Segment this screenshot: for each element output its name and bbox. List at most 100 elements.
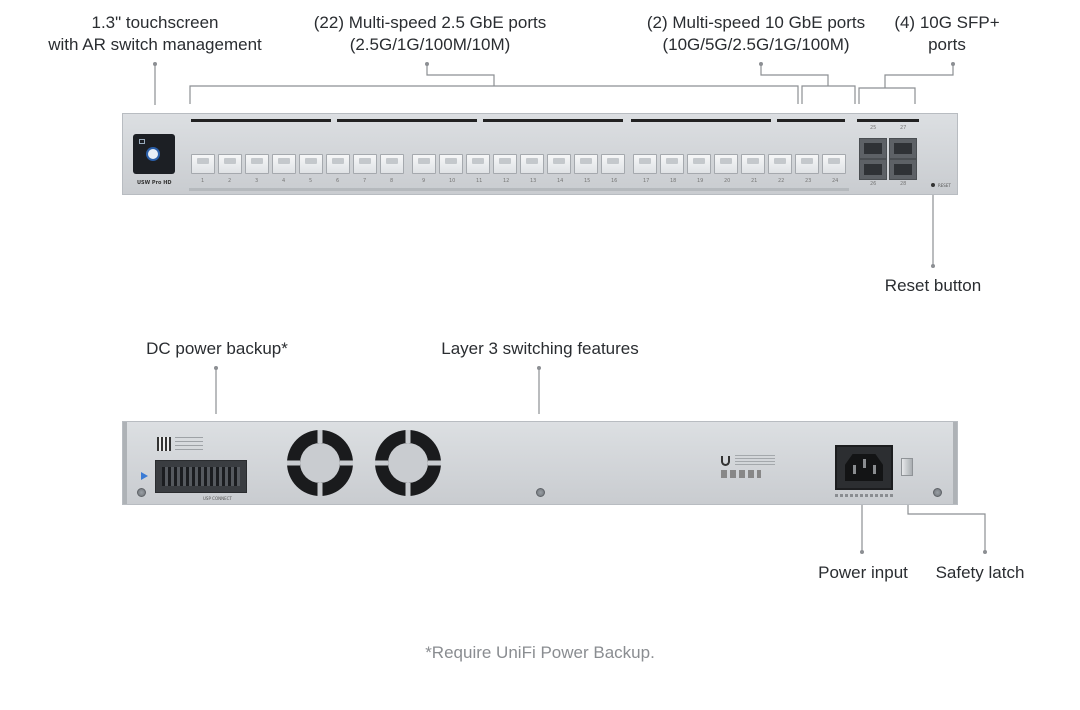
fan-1-icon bbox=[287, 430, 353, 496]
port-number-11: 11 bbox=[476, 178, 483, 184]
rj45-port-1[interactable] bbox=[191, 154, 215, 174]
touchscreen-display[interactable] bbox=[133, 134, 175, 174]
screw-left-icon bbox=[137, 488, 146, 497]
port-number-24: 24 bbox=[832, 178, 839, 184]
serial-label bbox=[175, 437, 203, 451]
reset-button-label: Reset button bbox=[884, 276, 982, 295]
sfp-port-25[interactable] bbox=[859, 138, 887, 159]
pin-right bbox=[873, 465, 876, 474]
ports-10g-label: (2) Multi-speed 10 GbE ports (10G/5G/2.5… bbox=[646, 13, 866, 54]
sfp-number-25: 25 bbox=[870, 125, 877, 131]
ports-25g-label: (22) Multi-speed 2.5 GbE ports (2.5G/1G/… bbox=[313, 13, 547, 54]
power-rating-text bbox=[835, 494, 895, 497]
port-number-16: 16 bbox=[611, 178, 618, 184]
port-number-17: 17 bbox=[643, 178, 650, 184]
rj45-port-9[interactable] bbox=[412, 154, 436, 174]
rj45-port-17[interactable] bbox=[633, 154, 657, 174]
layer3-label: Layer 3 switching features bbox=[441, 339, 639, 358]
connector-pins bbox=[162, 467, 240, 486]
sfp-number-27: 27 bbox=[900, 125, 907, 131]
rj45-port-18[interactable] bbox=[660, 154, 684, 174]
rps-connect-label: USP CONNECT bbox=[203, 496, 232, 501]
rj45-port-7[interactable] bbox=[353, 154, 377, 174]
port-number-3: 3 bbox=[255, 178, 259, 184]
port-number-9: 9 bbox=[422, 178, 426, 184]
screw-center-icon bbox=[536, 488, 545, 497]
port-group-bar-3 bbox=[483, 119, 623, 122]
switch-rear-panel: USP CONNECT bbox=[122, 421, 958, 505]
rj45-port-4[interactable] bbox=[272, 154, 296, 174]
sfp-group-bar bbox=[857, 119, 919, 122]
sfp-port-28[interactable] bbox=[889, 159, 917, 180]
touchscreen-label: 1.3" touchscreen with AR switch manageme… bbox=[48, 13, 262, 54]
display-status-icon bbox=[139, 139, 145, 144]
sfp-number-28: 28 bbox=[900, 181, 907, 187]
port-number-2: 2 bbox=[228, 178, 232, 184]
port-number-6: 6 bbox=[336, 178, 340, 184]
port-number-10: 10 bbox=[449, 178, 456, 184]
power-input-label: Power input bbox=[818, 563, 908, 582]
port-number-15: 15 bbox=[584, 178, 591, 184]
port-group-bar-2 bbox=[337, 119, 477, 122]
bottom-strip bbox=[189, 188, 849, 191]
rj45-port-22[interactable] bbox=[768, 154, 792, 174]
rj45-port-19[interactable] bbox=[687, 154, 711, 174]
rj45-port-21[interactable] bbox=[741, 154, 765, 174]
port-number-19: 19 bbox=[697, 178, 704, 184]
port-number-13: 13 bbox=[530, 178, 537, 184]
footnote: *Require UniFi Power Backup. bbox=[425, 643, 655, 662]
rps-indicator-icon bbox=[141, 472, 148, 480]
rj45-port-20[interactable] bbox=[714, 154, 738, 174]
rj45-port-16[interactable] bbox=[601, 154, 625, 174]
port-number-23: 23 bbox=[805, 178, 812, 184]
sfp-number-26: 26 bbox=[870, 181, 877, 187]
rj45-port-8[interactable] bbox=[380, 154, 404, 174]
rj45-port-12[interactable] bbox=[493, 154, 517, 174]
rj45-port-14[interactable] bbox=[547, 154, 571, 174]
safety-latch[interactable] bbox=[901, 458, 913, 476]
rj45-port-23[interactable] bbox=[795, 154, 819, 174]
port-number-22: 22 bbox=[778, 178, 785, 184]
model-name: USW Pro HD bbox=[137, 180, 172, 186]
pin-center bbox=[863, 459, 866, 468]
rj45-port-6[interactable] bbox=[326, 154, 350, 174]
rear-right-edge bbox=[953, 422, 957, 504]
product-info-text bbox=[735, 455, 775, 467]
rj45-port-5[interactable] bbox=[299, 154, 323, 174]
qr-code bbox=[157, 437, 171, 451]
screw-right-icon bbox=[933, 488, 942, 497]
safety-latch-label: Safety latch bbox=[935, 563, 1025, 582]
reset-mark: RESET bbox=[938, 183, 951, 188]
rj45-port-3[interactable] bbox=[245, 154, 269, 174]
rj45-port-15[interactable] bbox=[574, 154, 598, 174]
rj45-port-2[interactable] bbox=[218, 154, 242, 174]
power-input-socket[interactable] bbox=[835, 445, 893, 490]
ubiquiti-logo-icon bbox=[721, 456, 730, 466]
dc-power-label: DC power backup* bbox=[146, 339, 288, 358]
regulatory-marks bbox=[721, 470, 761, 478]
sfp-port-27[interactable] bbox=[889, 138, 917, 159]
port-number-12: 12 bbox=[503, 178, 510, 184]
port-number-1: 1 bbox=[201, 178, 205, 184]
port-group-bar-4 bbox=[631, 119, 771, 122]
rj45-port-24[interactable] bbox=[822, 154, 846, 174]
rj45-port-10[interactable] bbox=[439, 154, 463, 174]
pin-left bbox=[853, 465, 856, 474]
reset-button[interactable] bbox=[931, 183, 935, 187]
dc-power-backup-connector[interactable] bbox=[155, 460, 247, 493]
sfp-label: (4) 10G SFP+ ports bbox=[894, 13, 1000, 54]
display-ring-icon bbox=[148, 149, 158, 159]
port-number-8: 8 bbox=[390, 178, 394, 184]
port-group-bar-1 bbox=[191, 119, 331, 122]
port-number-14: 14 bbox=[557, 178, 564, 184]
port-group-bar-5 bbox=[777, 119, 845, 122]
rj45-port-11[interactable] bbox=[466, 154, 490, 174]
rear-left-edge bbox=[123, 422, 127, 504]
rj45-port-13[interactable] bbox=[520, 154, 544, 174]
port-number-20: 20 bbox=[724, 178, 731, 184]
port-number-7: 7 bbox=[363, 178, 367, 184]
sfp-port-26[interactable] bbox=[859, 159, 887, 180]
fan-2-icon bbox=[375, 430, 441, 496]
